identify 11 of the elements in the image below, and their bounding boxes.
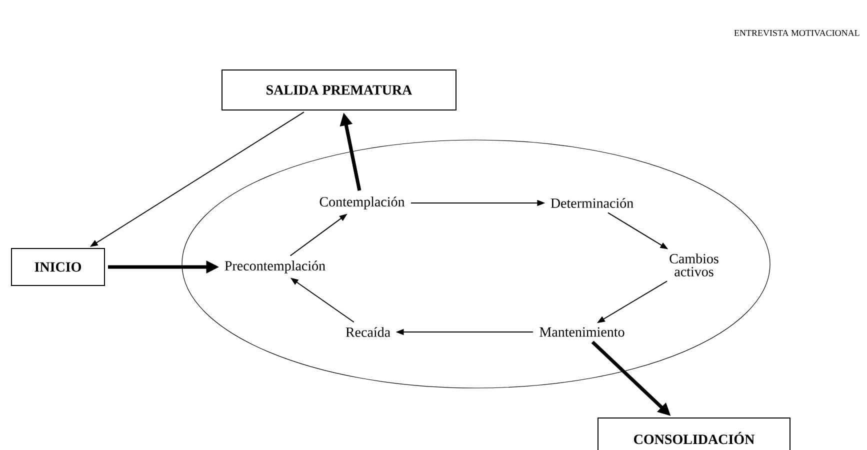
stage-label: Determinación xyxy=(550,198,634,208)
stage-label: Cambios activos xyxy=(670,254,718,276)
cycle-ellipse xyxy=(182,140,770,388)
stage-label: Mantenimiento xyxy=(540,327,624,337)
stage-label: Precontemplación xyxy=(224,260,326,274)
stage-box: CONSOLIDACIÓN xyxy=(598,418,790,450)
running-header: ENTREVISTA MOTIVACIONAL xyxy=(734,30,860,36)
stage-box: INICIO xyxy=(11,248,105,286)
stage-box: SALIDA PREMATURA xyxy=(222,70,456,110)
stage-label: Recaída xyxy=(346,327,390,337)
stage-label: Contemplación xyxy=(320,196,405,210)
